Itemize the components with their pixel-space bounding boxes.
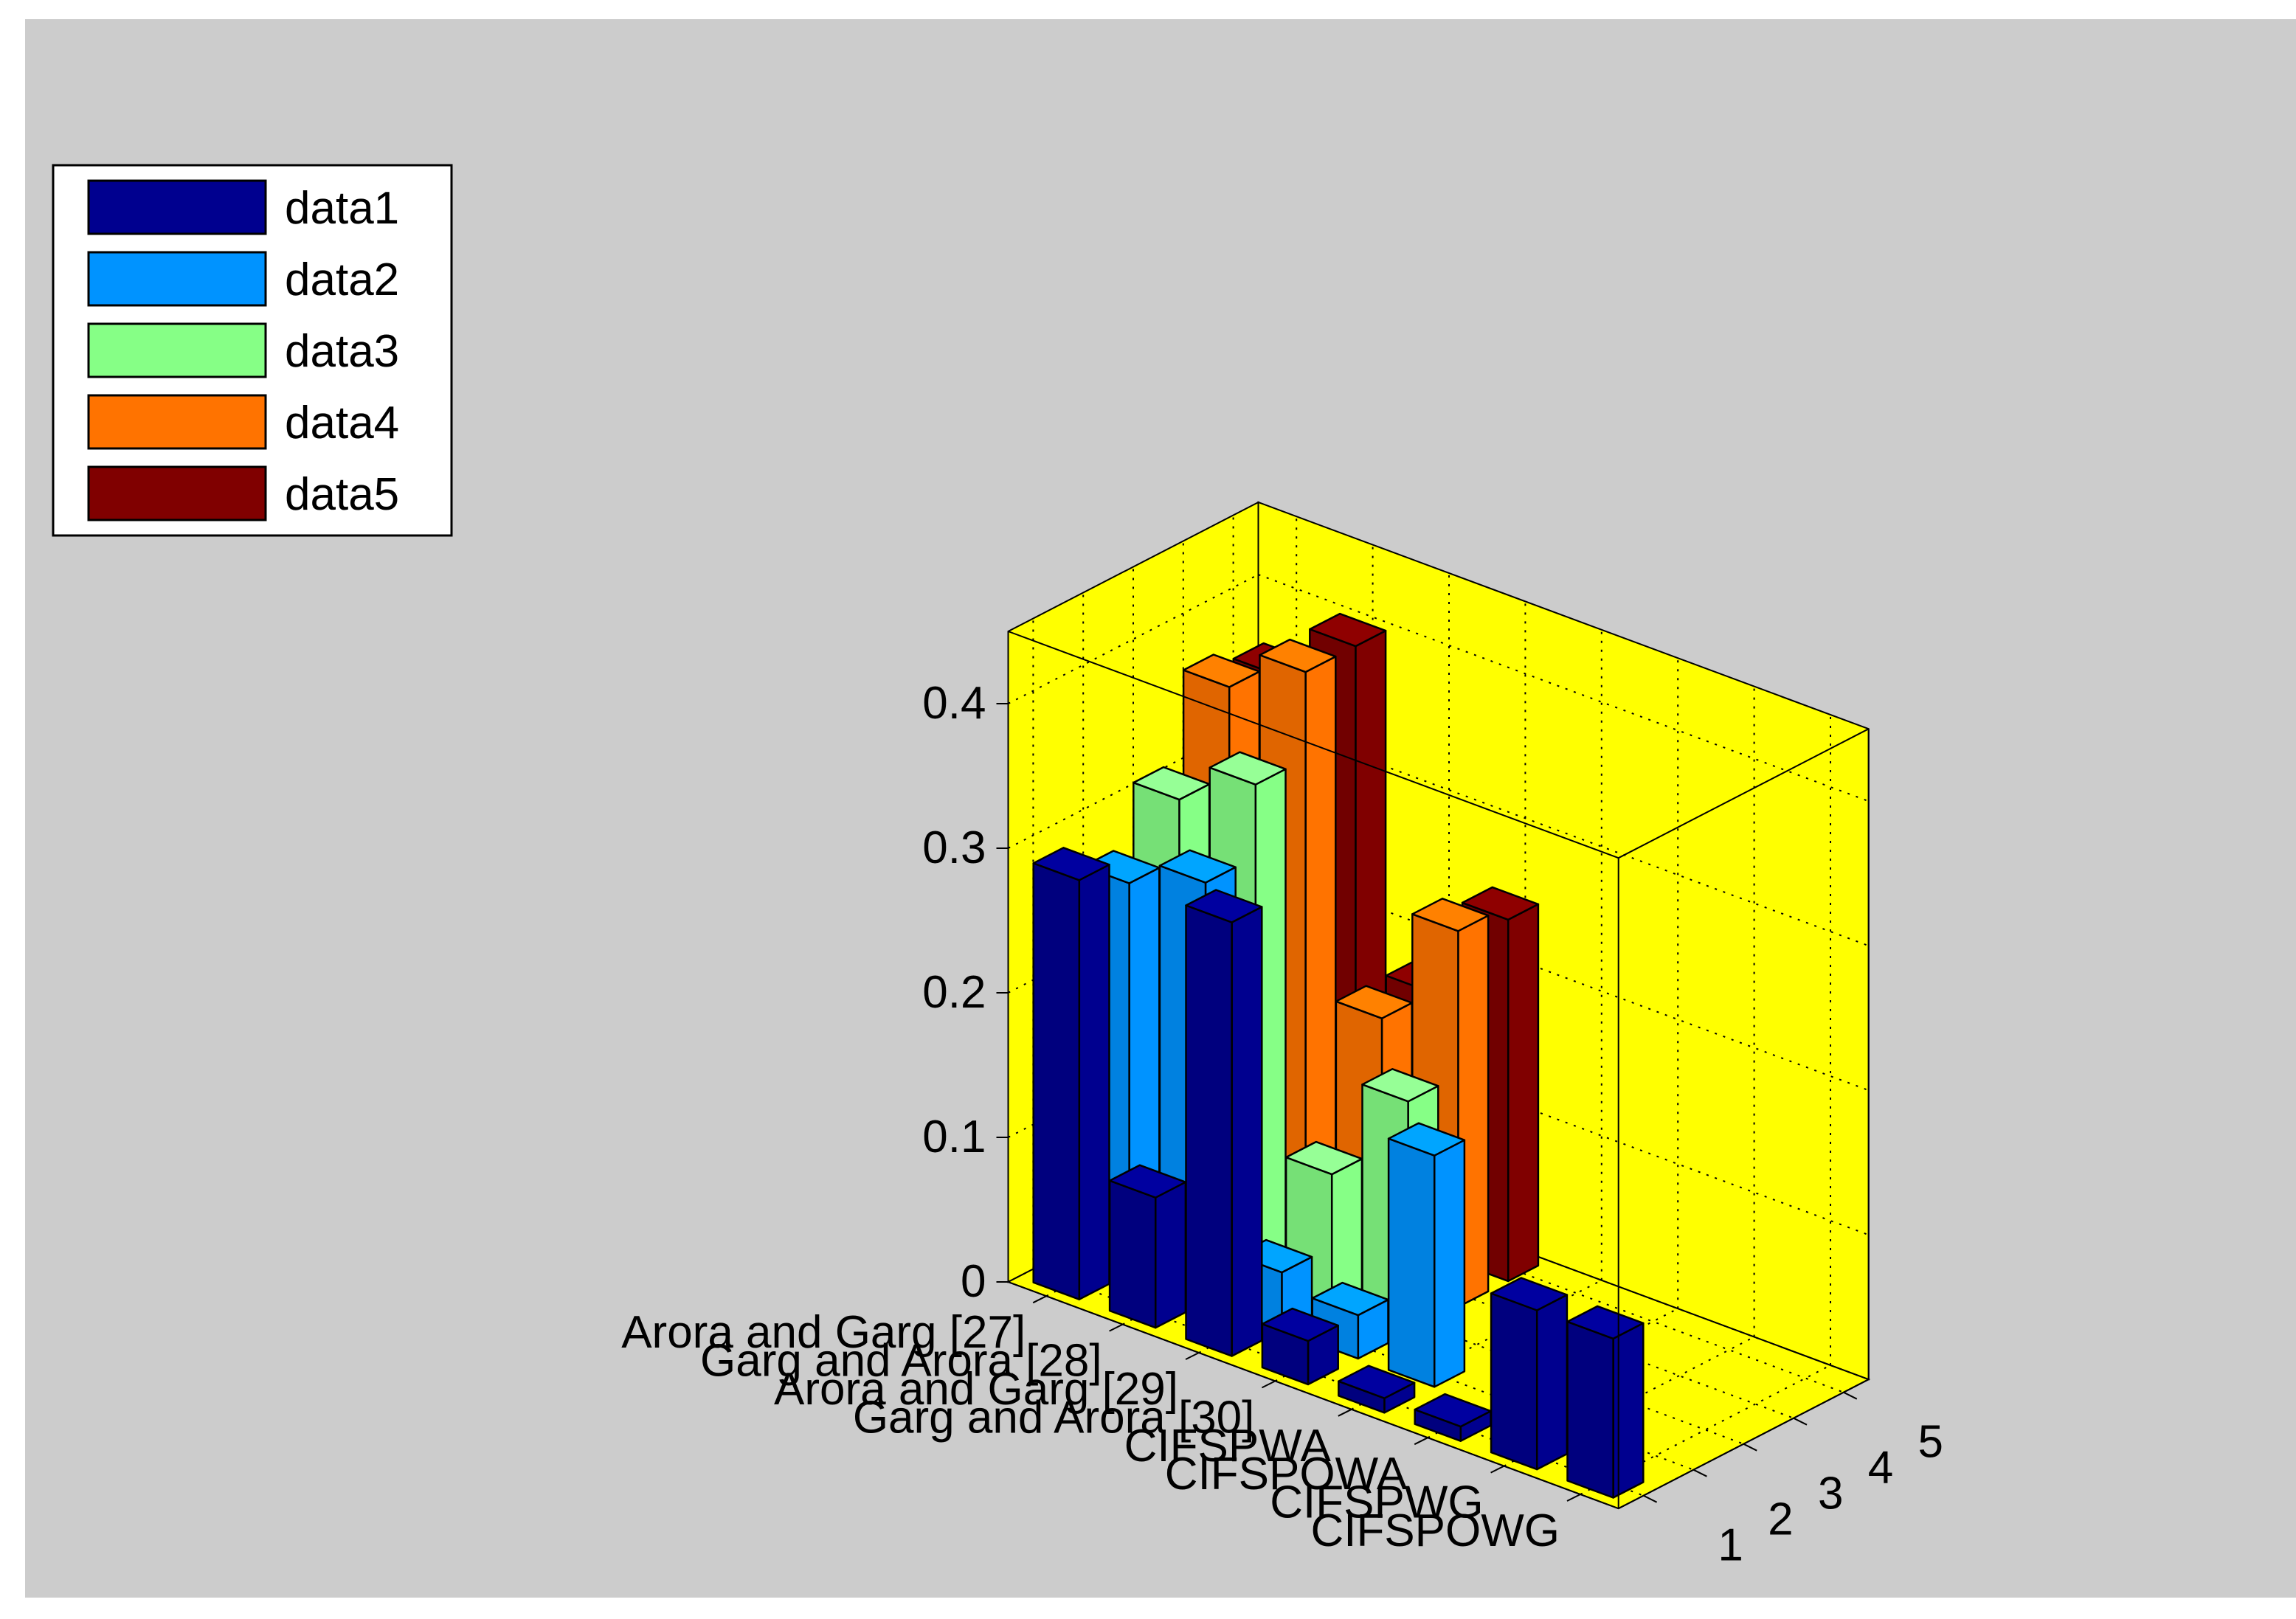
bar-front-face xyxy=(1330,1157,1363,1306)
bar-front-face xyxy=(1507,903,1540,1283)
legend-swatch-data1 xyxy=(87,179,267,235)
depth-tick-label: 1 xyxy=(1718,1520,1743,1571)
depth-tick-label: 5 xyxy=(1918,1417,1943,1468)
bar-top-face xyxy=(1309,612,1387,648)
legend-label-data4: data4 xyxy=(285,398,399,448)
category-tick-mark xyxy=(1414,1437,1428,1446)
depth-tick-mark xyxy=(1843,1391,1858,1400)
bar-top-face xyxy=(1566,1305,1645,1340)
bar-top-face xyxy=(1490,1277,1569,1311)
category-tick-label: Garg and Arora [30] xyxy=(853,1392,1255,1443)
bar-data1-1 xyxy=(1032,847,1110,1300)
bar-data1-8 xyxy=(1566,1305,1645,1499)
bar-top-face xyxy=(1158,849,1237,884)
axes-front-edges xyxy=(996,631,1870,1510)
bar-top-face xyxy=(1387,1122,1466,1157)
z-tick-label: 0.1 xyxy=(922,1112,986,1162)
depth-tick-mark xyxy=(1793,1417,1808,1426)
bar-data1-2 xyxy=(1108,1164,1187,1329)
category-axis-line xyxy=(1008,1281,1619,1510)
legend-swatch-data2 xyxy=(87,251,267,307)
bar-top-face xyxy=(1461,886,1540,921)
bar-front-face xyxy=(1078,864,1110,1300)
category-tick-label: CIFSPWA xyxy=(1124,1421,1332,1471)
depth-tick-label: 3 xyxy=(1818,1469,1843,1519)
box-top-front-right xyxy=(1618,728,1870,859)
category-tick-label: CIFSPWG xyxy=(1270,1477,1483,1528)
category-tick-mark xyxy=(1338,1408,1352,1417)
z-tick-label: 0.2 xyxy=(922,967,986,1018)
bar-top-face xyxy=(1338,1365,1416,1399)
depth-tick-mark xyxy=(1643,1494,1658,1503)
depth-tick-label: 4 xyxy=(1868,1443,1893,1494)
legend-swatch-data5 xyxy=(87,465,267,521)
legend-label-data5: data5 xyxy=(285,469,399,520)
legend: data1 data2 data3 data4 data5 xyxy=(52,164,453,537)
category-tick-mark xyxy=(1185,1352,1200,1360)
bar-data1-4 xyxy=(1261,1307,1339,1386)
bar-data2-5 xyxy=(1387,1122,1466,1388)
bar-top-face xyxy=(1411,898,1490,932)
legend-label-data3: data3 xyxy=(285,326,399,377)
legend-label-data2: data2 xyxy=(285,254,399,305)
z-tick-label: 0 xyxy=(961,1256,986,1307)
bars xyxy=(1032,612,1645,1499)
depth-tick-label: 2 xyxy=(1768,1494,1793,1545)
category-tick-label: Garg and Arora [28] xyxy=(700,1336,1102,1387)
category-tick-label: CIFSPOWG xyxy=(1310,1505,1560,1556)
box-top-front-left xyxy=(1008,631,1619,859)
depth-tick-mark xyxy=(1692,1469,1707,1477)
category-tick-mark xyxy=(1490,1465,1505,1474)
bar-data1-3 xyxy=(1185,889,1263,1357)
category-tick-mark xyxy=(1566,1494,1581,1502)
bar-top-face xyxy=(1261,1307,1339,1342)
bar-data1-5 xyxy=(1338,1365,1416,1414)
bar-side-face xyxy=(1185,904,1233,1357)
bar-front-face xyxy=(1433,1139,1466,1388)
bar-side-face xyxy=(1032,862,1081,1300)
bar-front-face xyxy=(1535,1294,1569,1471)
legend-swatch-data4 xyxy=(87,394,267,450)
legend-label-data1: data1 xyxy=(285,183,399,234)
bar-side-face xyxy=(1108,1179,1157,1329)
category-tick-mark xyxy=(1261,1380,1276,1389)
bar-side-face xyxy=(1490,1292,1538,1471)
category-tick-mark xyxy=(1032,1295,1047,1304)
bar-data1-6 xyxy=(1414,1393,1492,1442)
bar-top-face xyxy=(1185,889,1263,923)
bar-side-face xyxy=(1566,1320,1614,1499)
bar-top-face xyxy=(1361,1068,1439,1103)
bar-front-face xyxy=(1154,1181,1187,1329)
category-tick-label: CIFSPOWA xyxy=(1165,1449,1408,1500)
z-tick-label: 0.3 xyxy=(922,822,986,873)
bar-side-face xyxy=(1387,1137,1436,1388)
bar-data1-7 xyxy=(1490,1277,1569,1471)
category-tick-mark xyxy=(1109,1323,1124,1332)
category-tick-label: Arora and Garg [27] xyxy=(621,1307,1026,1358)
bar-top-face xyxy=(1032,847,1110,881)
depth-tick-mark xyxy=(1743,1443,1757,1452)
bar-top-face xyxy=(1259,638,1337,673)
bar-top-face xyxy=(1208,751,1287,786)
bar-front-face xyxy=(1231,906,1263,1357)
z-tick-label: 0.4 xyxy=(922,678,986,729)
legend-swatch-data3 xyxy=(87,322,267,378)
category-tick-label: Arora and Garg [29] xyxy=(774,1364,1178,1415)
